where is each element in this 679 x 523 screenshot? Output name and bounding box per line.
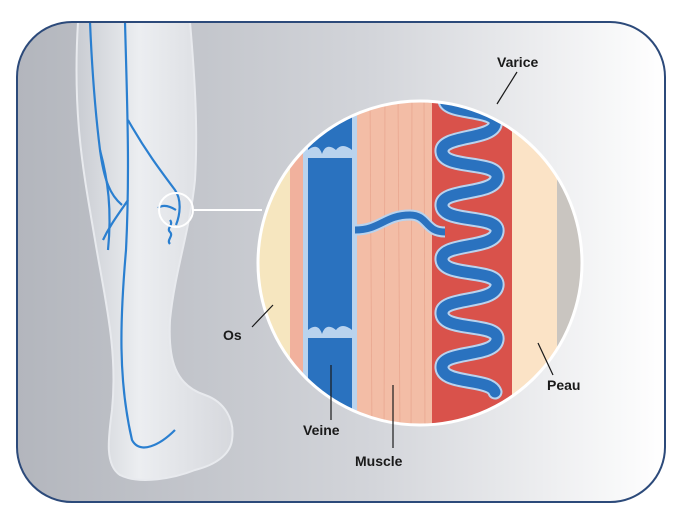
vein-layer (308, 101, 352, 425)
muscle-layer (357, 101, 432, 425)
diagram-panel: Varice Os Veine Muscle Peau (17, 22, 665, 502)
leg-illustration (75, 22, 234, 481)
leader-lines (251, 71, 554, 448)
label-varice: Varice (497, 54, 538, 70)
panel-frame (16, 21, 666, 503)
label-veine: Veine (303, 422, 340, 438)
label-muscle: Muscle (355, 453, 403, 469)
varicose-vein (434, 101, 505, 400)
label-os: Os (223, 327, 242, 343)
label-peau: Peau (547, 377, 580, 393)
